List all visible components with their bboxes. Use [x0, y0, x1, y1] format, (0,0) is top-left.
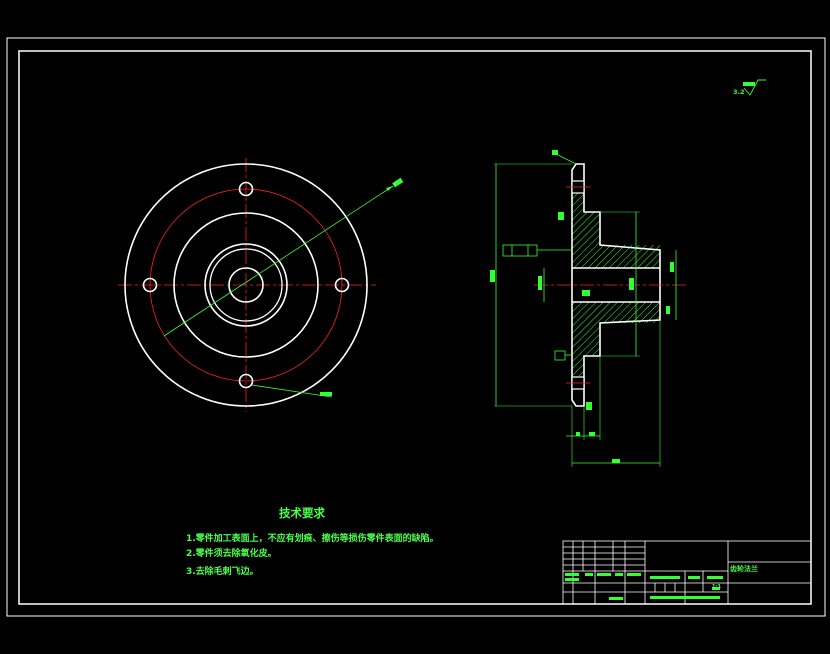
hub-chamfer-label — [666, 306, 670, 314]
hub-diameter-label — [629, 278, 634, 290]
section-view — [490, 150, 686, 467]
title-block-frame — [562, 540, 812, 605]
hub-od-label — [670, 262, 674, 272]
roughness-symbol: 3.2 — [733, 79, 766, 96]
title-block-part-name: 齿轮法兰 — [730, 565, 758, 573]
tb-mark-8 — [650, 576, 680, 579]
tb-mark-10 — [707, 576, 723, 579]
bore-diameter-label — [538, 276, 542, 290]
hub-outer-circle — [204, 243, 288, 327]
bolt-hole-bottom — [238, 373, 254, 389]
hole-dimension-label — [320, 392, 332, 396]
flange-outer-circle — [124, 163, 368, 407]
total-length-label — [612, 459, 620, 463]
flange-thickness-label-b — [589, 432, 595, 436]
chamfer-label — [552, 150, 558, 155]
section-hatch-upper — [572, 193, 660, 268]
tb-mark-11 — [712, 587, 720, 590]
technical-requirement-note-2: 2.零件须去除氧化皮。 — [186, 549, 277, 559]
section-outline-upper — [571, 163, 661, 268]
bolt-hole-top — [238, 181, 254, 197]
bolt-hole-left — [142, 277, 158, 293]
flange-thickness-label-a — [576, 432, 580, 436]
hole-dimension-leader — [251, 384, 319, 396]
sheet-inner-border — [18, 50, 812, 605]
tb-mark-6 — [565, 578, 579, 581]
tb-mark-3 — [597, 573, 611, 576]
title-block-marks — [565, 573, 723, 600]
technical-requirement-note-3: 3.去除毛刺飞边。 — [186, 567, 259, 577]
hub-step-circle — [173, 212, 319, 358]
front-view — [118, 158, 404, 412]
bolt-hole-right — [334, 277, 350, 293]
geometric-tolerance-frame — [502, 244, 538, 257]
tb-mark-9 — [688, 576, 700, 579]
outer-diameter-dimension-line — [163, 185, 394, 337]
surface-mark-upper — [558, 212, 564, 220]
tb-mark-1 — [565, 573, 579, 576]
tb-mark-4 — [615, 573, 623, 576]
bolt-circle-centerline — [149, 188, 343, 382]
roughness-label: 3.2 — [733, 88, 745, 96]
chamfer-leader — [555, 153, 577, 165]
section-hatch-lower — [572, 302, 660, 376]
outer-diameter-label — [392, 177, 404, 188]
surface-mark-lower — [586, 402, 592, 410]
datum-frame — [554, 350, 566, 361]
surface-mark-bore — [582, 290, 590, 296]
overall-height-label — [490, 270, 495, 282]
tb-mark-2 — [585, 573, 593, 576]
sheet-outer-border — [6, 37, 826, 617]
tb-mark-7 — [609, 597, 623, 600]
hub-chamfer-circle — [209, 248, 283, 322]
title-block-scale: 1:1 — [712, 584, 721, 590]
technical-requirement-note-1: 1.零件加工表面上，不应有划痕、擦伤等损伤零件表面的缺陷。 — [186, 534, 439, 544]
bore-circle — [228, 267, 264, 303]
tb-mark-5 — [627, 573, 641, 576]
section-outline-lower — [571, 302, 661, 407]
tb-mark-12 — [650, 596, 720, 599]
roughness-value-mark — [743, 82, 755, 86]
title-block — [562, 540, 812, 605]
roughness-check-icon — [743, 79, 766, 96]
technical-requirements-title: 技术要求 — [279, 506, 325, 520]
outer-diameter-arrow — [386, 186, 393, 191]
